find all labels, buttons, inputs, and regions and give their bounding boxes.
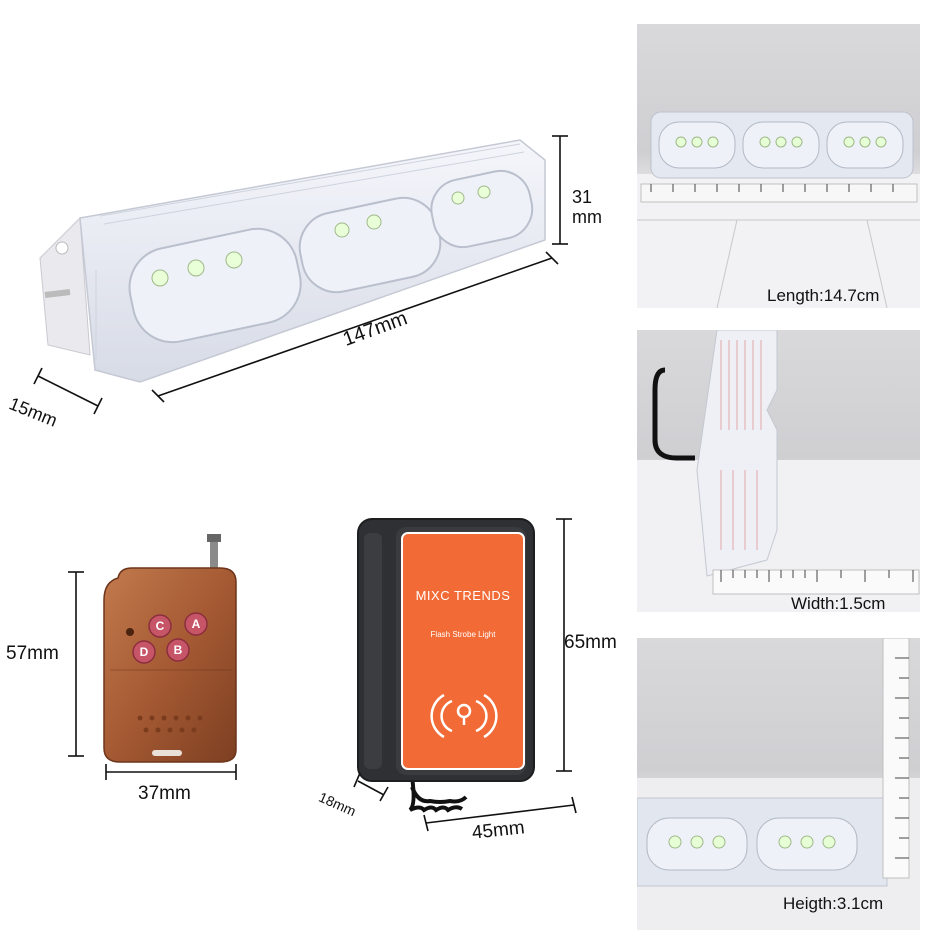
photo-height-image bbox=[637, 638, 920, 930]
controller-figure bbox=[320, 505, 620, 845]
photo-width-caption: Width:1.5cm bbox=[791, 594, 886, 612]
strobe-light-image bbox=[33, 135, 568, 415]
photo-length: Length:14.7cm bbox=[637, 24, 920, 308]
photo-length-image bbox=[637, 111, 920, 308]
remote-button-d[interactable]: D bbox=[140, 645, 149, 659]
photo-width: Width:1.5cm bbox=[637, 330, 920, 612]
controller-subtitle: Flash Strobe Light bbox=[430, 630, 496, 639]
led-pods bbox=[128, 169, 534, 344]
controller-height-label: 65mm bbox=[564, 632, 617, 653]
controller-brand: MIXC TRENDS bbox=[415, 588, 511, 603]
photo-width-image bbox=[637, 330, 920, 612]
main-light-height-label: 31 mm bbox=[572, 187, 602, 227]
remote-height-label: 57mm bbox=[6, 643, 59, 664]
main-light-figure bbox=[0, 120, 620, 440]
remote-image: C A D B bbox=[68, 534, 237, 780]
remote-figure: C A D B bbox=[60, 530, 260, 810]
remote-button-a[interactable]: A bbox=[192, 617, 201, 631]
remote-width-label: 37mm bbox=[138, 783, 191, 804]
photo-length-caption: Length:14.7cm bbox=[767, 286, 880, 305]
remote-buttons bbox=[132, 612, 208, 664]
light-signal-icon bbox=[430, 693, 498, 739]
remote-button-c[interactable]: C bbox=[156, 619, 165, 633]
remote-button-b[interactable]: B bbox=[174, 643, 183, 657]
controller-image bbox=[353, 518, 577, 832]
photo-height: Heigth:3.1cm bbox=[637, 638, 920, 930]
photo-height-caption: Heigth:3.1cm bbox=[783, 894, 884, 913]
